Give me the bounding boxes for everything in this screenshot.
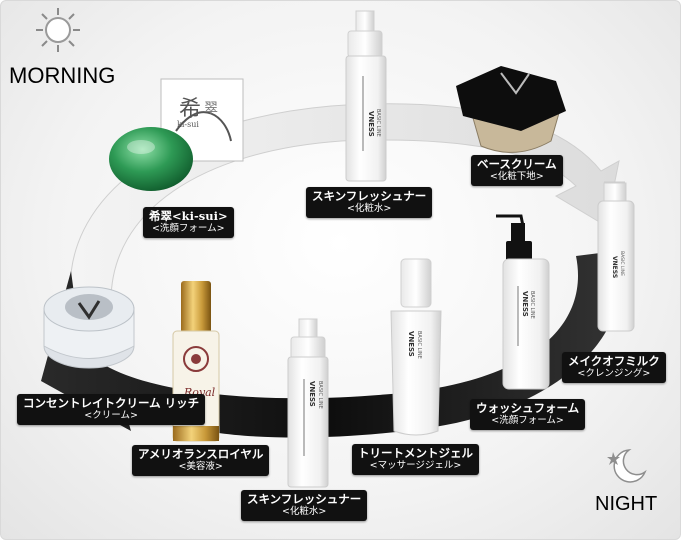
product-name: トリートメントジェル [358,446,473,460]
svg-text:VNESS: VNESS [521,291,529,317]
product-type: <マッサージジェル> [369,460,462,472]
product-label-concentrate-cream: コンセントレイトクリーム リッチ <クリーム> [17,394,206,426]
base-cream-jar [456,66,566,153]
product-type: <クレンジング> [577,368,651,380]
product-name: ウォッシュフォーム [476,401,580,415]
product-label-base-cream: ベースクリーム <化粧下地> [471,155,563,187]
treatment-gel-bottle: VNESS BASIC LINE [390,258,442,436]
svg-text:ki-sui: ki-sui [177,120,199,129]
night-freshener-bottle: VNESS BASIC LINE [287,318,329,488]
night-label: NIGHT [595,493,658,515]
sun-icon [36,8,80,52]
product-type: <化粧下地> [489,171,544,183]
product-name: ベースクリーム [477,157,557,171]
svg-text:BASIC LINE: BASIC LINE [529,291,535,319]
svg-text:翠: 翠 [204,101,218,117]
wash-foam-bottle: VNESS BASIC LINE [496,214,550,390]
product-label-make-off-milk: メイクオフミルク <クレンジング> [562,352,666,384]
product-type: <クリーム> [84,410,138,422]
morning-label: MORNING [9,63,116,88]
product-label-freshener-night: スキンフレッシュナー <化粧水> [241,490,368,522]
product-name: アメリオランスロイヤル [138,447,264,461]
svg-text:希: 希 [179,97,201,122]
product-label-freshener-morning: スキンフレッシュナー <化粧水> [306,187,433,219]
svg-text:VNESS: VNESS [367,111,375,137]
svg-text:BASIC LINE: BASIC LINE [317,381,323,409]
svg-text:BASIC LINE: BASIC LINE [416,331,422,359]
product-label-treatment-gel: トリートメントジェル <マッサージジェル> [352,444,479,476]
product-label-royal: アメリオランスロイヤル <美容液> [132,445,270,477]
product-name: 希翠<ki-sui> [149,209,228,223]
svg-text:VNESS: VNESS [611,256,618,278]
svg-text:VNESS: VNESS [407,331,415,357]
make-off-milk-bottle: VNESS BASIC LINE [597,181,635,332]
green-soap-image [109,127,193,191]
product-name: スキンフレッシュナー [312,189,427,203]
moon-icon [607,449,647,483]
morning-freshener-bottle: VNESS BASIC LINE [345,10,387,182]
kisui-box-image: 希 翠 ki-sui [160,78,244,162]
product-name: メイクオフミルク [568,354,660,368]
product-type: <洗顔フォーム> [491,415,564,427]
product-name: スキンフレッシュナー [247,492,362,506]
product-type: <化粧水> [346,203,392,215]
product-label-kisui: 希翠<ki-sui> <洗顔フォーム> [143,207,234,239]
svg-text:VNESS: VNESS [308,381,316,407]
product-name: コンセントレイトクリーム リッチ [23,396,200,410]
concentrate-cream-jar [43,286,135,369]
svg-text:BASIC LINE: BASIC LINE [619,251,625,276]
product-type: <美容液> [178,461,223,473]
product-label-wash-foam: ウォッシュフォーム <洗顔フォーム> [470,399,586,431]
product-type: <化粧水> [281,506,327,518]
product-type: <洗顔フォーム> [151,223,225,235]
svg-text:BASIC LINE: BASIC LINE [375,109,381,137]
